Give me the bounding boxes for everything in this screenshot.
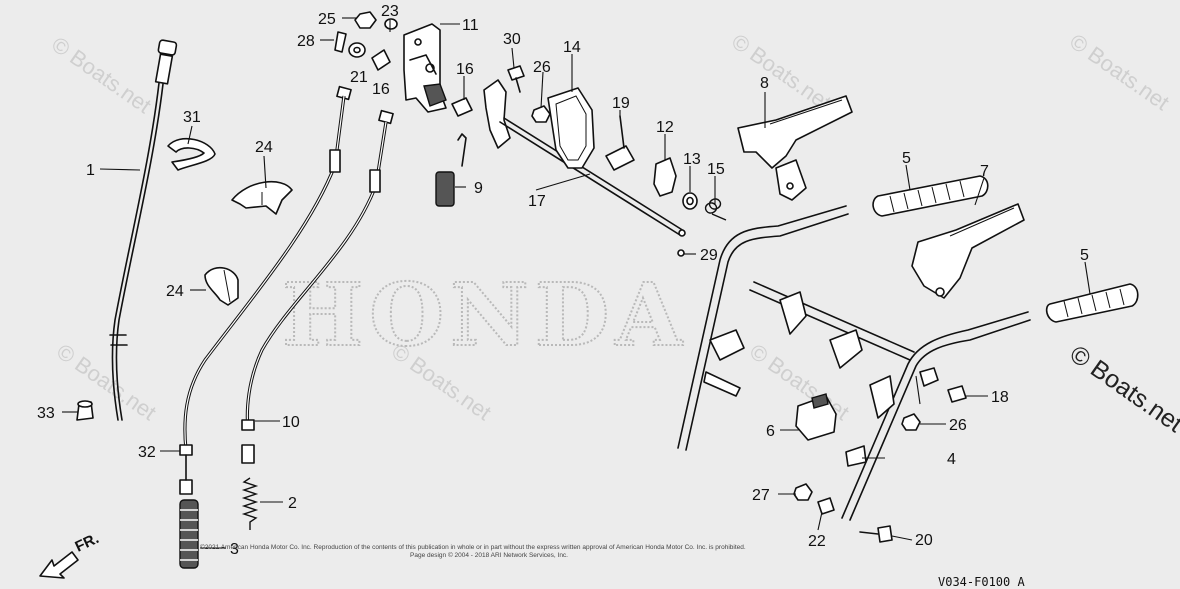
part-3-spring[interactable]	[179, 499, 199, 569]
part-30-bolt[interactable]	[507, 65, 525, 93]
part-28-pin[interactable]	[334, 31, 347, 53]
part-21-washer[interactable]	[348, 42, 366, 58]
part-18-collar[interactable]	[947, 385, 967, 403]
callout-1[interactable]: 1	[86, 162, 95, 179]
page-design-notice: Page design © 2004 - 2018 ARI Network Se…	[410, 551, 568, 559]
watermark-text: © Boats.net	[727, 29, 836, 116]
part-4-handle-frame[interactable]	[677, 205, 1031, 521]
part-7-lever[interactable]	[911, 203, 1025, 299]
part-24-clip-lower[interactable]	[204, 266, 239, 306]
part-19-pin[interactable]	[605, 115, 635, 171]
callout-2[interactable]: 2	[288, 495, 297, 512]
watermark-text: © Boats.net	[1065, 29, 1174, 116]
part-27-nut[interactable]	[793, 483, 813, 501]
callout-7[interactable]: 7	[980, 163, 989, 180]
part-11-bracket[interactable]	[403, 23, 447, 113]
part-16-collar[interactable]	[451, 97, 473, 117]
part-24-clip-upper[interactable]	[231, 181, 293, 215]
part-23-washer[interactable]	[384, 18, 398, 30]
part-31-clip[interactable]	[167, 137, 216, 171]
callout-28[interactable]: 28	[297, 33, 315, 50]
callout-26-upper[interactable]: 26	[533, 59, 551, 76]
watermark-text: © Boats.net	[47, 32, 156, 119]
part-13-collar[interactable]	[682, 192, 698, 210]
callout-21[interactable]: 21	[350, 69, 368, 86]
callout-29[interactable]: 29	[700, 247, 718, 264]
copyright-notice: ©2021 American Honda Motor Co. Inc. Repr…	[200, 543, 746, 551]
part-8-lever[interactable]	[737, 95, 853, 201]
callout-17[interactable]: 17	[528, 193, 546, 210]
part-12-block[interactable]	[653, 157, 677, 197]
callout-11[interactable]: 11	[462, 17, 479, 34]
callout-27[interactable]: 27	[752, 487, 770, 504]
part-32-cable[interactable]	[179, 85, 352, 495]
callout-9[interactable]: 9	[474, 180, 483, 197]
callout-19[interactable]: 19	[612, 95, 630, 112]
part-1-cable[interactable]	[109, 39, 178, 421]
part-26-nut-lower[interactable]	[901, 413, 921, 431]
callout-26-lower[interactable]: 26	[949, 417, 967, 434]
part-33-cap[interactable]	[76, 400, 94, 421]
watermark-text-dark: © Boats.net	[1065, 340, 1180, 438]
part-25-nut[interactable]	[354, 11, 377, 29]
callout-14[interactable]: 14	[563, 39, 581, 56]
callout-24-upper[interactable]: 24	[255, 139, 273, 156]
part-16-collar-top[interactable]	[371, 49, 391, 71]
callout-16-right[interactable]: 16	[456, 61, 474, 78]
callout-23[interactable]: 23	[381, 3, 399, 20]
part-5-grip-upper[interactable]	[872, 175, 989, 217]
honda-watermark: HONDA	[282, 265, 688, 366]
callout-31[interactable]: 31	[183, 109, 201, 126]
leader-lines	[62, 17, 1091, 549]
part-6-switch[interactable]	[795, 393, 837, 441]
callout-labels: 1 2 3 4 5 5 6 7 8 9 10 11 12 13 14 15 16…	[37, 3, 1089, 558]
callout-5-upper[interactable]: 5	[902, 150, 911, 167]
callout-4[interactable]: 4	[947, 451, 956, 468]
callout-16-left[interactable]: 16	[372, 81, 390, 98]
callout-30[interactable]: 30	[503, 31, 521, 48]
callout-3[interactable]: 3	[230, 541, 239, 558]
callout-13[interactable]: 13	[683, 151, 701, 168]
part-26-nut-upper[interactable]	[531, 105, 551, 123]
callout-33[interactable]: 33	[37, 405, 55, 422]
part-14-cover[interactable]	[547, 87, 595, 169]
part-15-spring[interactable]	[704, 198, 727, 221]
callout-24-lower[interactable]: 24	[166, 283, 184, 300]
part-5-grip-lower[interactable]	[1045, 283, 1139, 323]
front-label: FR.	[73, 530, 102, 556]
callout-10[interactable]: 10	[282, 414, 300, 431]
part-9-spring[interactable]	[435, 133, 467, 207]
diagram-code: V034-F0100 A	[938, 575, 1025, 589]
callout-32[interactable]: 32	[138, 444, 156, 461]
part-29-pin[interactable]	[677, 249, 685, 257]
callout-6[interactable]: 6	[766, 423, 775, 440]
watermark-layer: © Boats.net © Boats.net © Boats.net © Bo…	[47, 29, 1180, 438]
part-10-cable[interactable]	[241, 109, 394, 464]
callout-8[interactable]: 8	[760, 75, 769, 92]
callout-18[interactable]: 18	[991, 389, 1009, 406]
part-20-bolt[interactable]	[859, 525, 893, 543]
part-22-nut[interactable]	[817, 497, 835, 515]
callout-25[interactable]: 25	[318, 11, 336, 28]
callout-12[interactable]: 12	[656, 119, 674, 136]
front-arrow-icon	[39, 551, 79, 579]
callout-20[interactable]: 20	[915, 532, 933, 549]
callout-22[interactable]: 22	[808, 533, 826, 550]
part-17-rod[interactable]	[483, 79, 686, 237]
callout-15[interactable]: 15	[707, 161, 725, 178]
callout-5-lower[interactable]: 5	[1080, 247, 1089, 264]
front-direction-indicator: FR.	[39, 530, 102, 579]
part-2-spring[interactable]	[241, 477, 259, 530]
